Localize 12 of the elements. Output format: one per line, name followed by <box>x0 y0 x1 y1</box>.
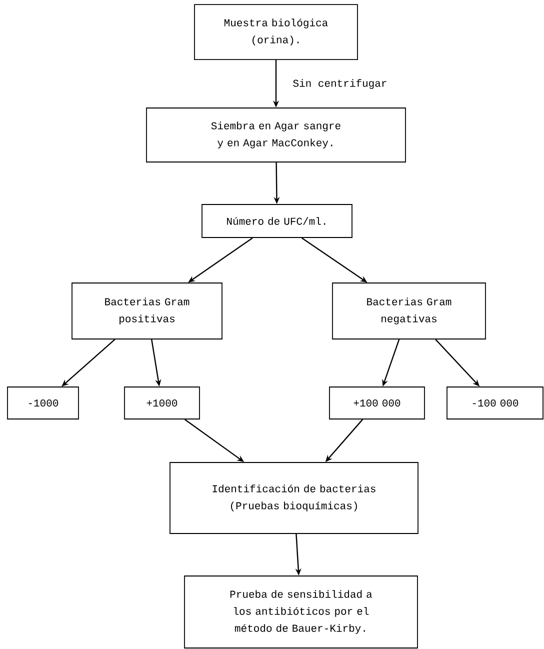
process-box: Bacterias Gram positivas <box>72 282 222 340</box>
process-box: Prueba de sensibilidad a los antibióticos por el método de Bauer-Kirby. <box>184 576 418 648</box>
edge-label: Sin centrifugar <box>292 78 388 90</box>
process-box: -100 000 <box>446 386 544 420</box>
process-box: Número de UFC/ml. <box>202 204 352 238</box>
process-box: +100 000 <box>329 386 425 420</box>
process-box: -1000 <box>7 386 79 420</box>
process-box: +1000 <box>124 386 200 420</box>
process-box: Muestra biológica (orina). <box>194 4 358 60</box>
process-box: Identificación de bacterias (Pruebas bioquímicas) <box>170 462 418 534</box>
process-box: Siembra en Agar sangre y en Agar MacConkey. <box>146 108 406 162</box>
process-box: Bacterias Gram negativas <box>332 282 486 340</box>
